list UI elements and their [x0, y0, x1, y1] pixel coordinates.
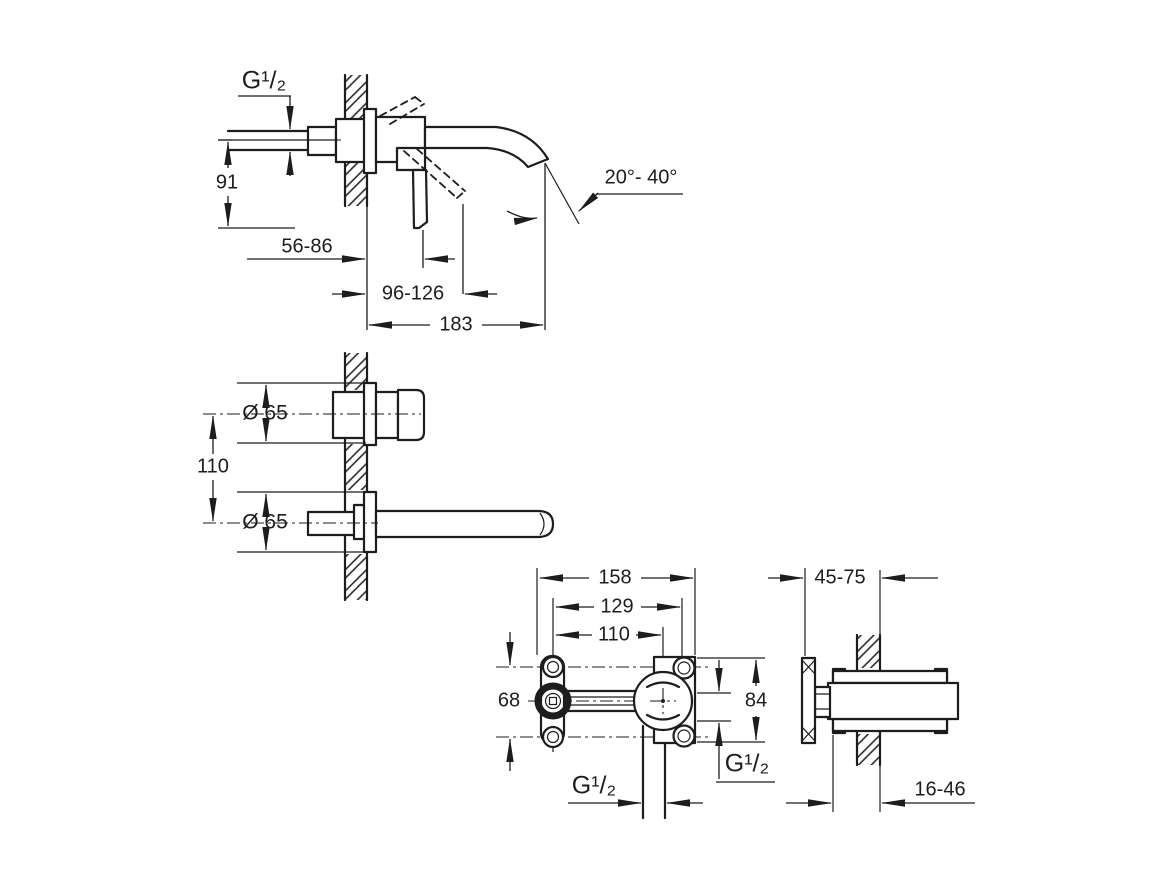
escutcheon-plate	[362, 107, 378, 175]
angle-leg	[544, 162, 580, 225]
handle-connection-square	[548, 696, 558, 706]
label-thread-outlet-right: G¹/₂	[725, 750, 769, 778]
flange-screw-bottom-outer	[541, 725, 565, 749]
handle-connection-mid	[544, 692, 562, 710]
wall-hatch-3	[345, 554, 367, 600]
wall-hatch-1	[345, 353, 367, 390]
flange-screw-top-inner	[546, 660, 560, 674]
ext-lines-dia-top	[237, 382, 366, 444]
label-dim-129: 129	[600, 595, 633, 617]
wall-hatch-2	[345, 444, 367, 490]
label-dim-110-body: 110	[598, 623, 630, 645]
handle-connection-ring	[534, 682, 572, 720]
cartridge-arcs	[645, 681, 681, 721]
flange-screw-marks	[801, 659, 816, 742]
flange-screw-top-outer	[541, 655, 565, 679]
main-body	[826, 681, 960, 721]
ext-lines-91	[218, 139, 338, 229]
view-roughin-front: 158 129 110 68 84 G¹/₂ G¹/₂	[496, 566, 775, 820]
hex-block-lines	[815, 693, 830, 710]
angle-leader-arrow	[578, 192, 599, 212]
lever-open-position-dashed	[403, 148, 466, 199]
wall-hatch-top	[857, 635, 880, 668]
label-angle: 20°- 40°	[605, 166, 678, 188]
label-dim-84: 84	[745, 689, 767, 711]
ext-lines	[804, 568, 881, 812]
ext-lines	[366, 163, 546, 330]
label-dim-56-86: 56-86	[281, 235, 332, 257]
hex-block	[813, 685, 832, 719]
wall-hatch-top	[345, 75, 367, 118]
label-dim-16-46: 16-46	[914, 778, 965, 800]
connecting-pipe-outer	[558, 689, 642, 713]
handle-mount	[395, 146, 427, 172]
handle-lever	[411, 168, 429, 230]
lever-up-position-dashed	[379, 96, 425, 125]
label-dim-110-trim: 110	[197, 455, 229, 477]
label-dim-183: 183	[439, 313, 472, 335]
handle-knob	[396, 388, 426, 442]
lug-screw-bottom-inner	[677, 729, 691, 743]
spout-escutcheon	[362, 490, 378, 554]
label-dia-bottom: Ø 65	[242, 511, 288, 534]
label-thread-inlet: G¹/₂	[242, 67, 286, 95]
spout	[423, 125, 550, 169]
label-dia-top: Ø 65	[242, 402, 288, 425]
label-dim-45-75: 45-75	[814, 566, 865, 588]
supply-pipe	[226, 129, 310, 152]
lug-screw-top-outer	[672, 656, 696, 680]
handle-sleeve	[331, 390, 368, 440]
housing-crosshair	[650, 688, 676, 714]
upper-band	[831, 669, 949, 685]
label-dim-158: 158	[598, 566, 631, 588]
inlet-block	[306, 125, 338, 157]
wall-hatch-bottom	[345, 162, 367, 206]
connecting-pipe-inner	[560, 696, 640, 706]
swivel-arc-arrow	[506, 210, 538, 226]
view-faucet-side: G¹/₂ 91 56-86 96-126 183 20°- 40°	[216, 67, 683, 335]
label-dim-96-126: 96-126	[382, 282, 444, 304]
ext-lines-dia-bottom	[237, 491, 366, 553]
label-thread-outlet-bottom: G¹/₂	[572, 772, 616, 800]
ext-lines-outlet-right	[697, 692, 731, 722]
outlet-right-leader	[716, 748, 775, 783]
handle-neck	[374, 390, 400, 440]
spout-tip-line	[539, 512, 545, 536]
label-dim-68: 68	[498, 689, 520, 711]
flange-screw-bottom-inner	[546, 730, 560, 744]
lower-band	[831, 717, 949, 733]
front-flange	[800, 656, 817, 745]
lug-screw-top-inner	[677, 661, 691, 675]
view-roughin-side: 45-75 16-46	[768, 566, 975, 812]
spout-tube	[374, 509, 555, 539]
ext-lines-84	[697, 657, 765, 743]
thread-leader	[238, 95, 291, 106]
wall-hatch-bottom	[857, 734, 880, 765]
label-dim-91: 91	[216, 171, 238, 193]
lug-screw-bottom-outer	[672, 724, 696, 748]
view-trim-side: Ø 65 Ø 65 110	[197, 351, 555, 602]
